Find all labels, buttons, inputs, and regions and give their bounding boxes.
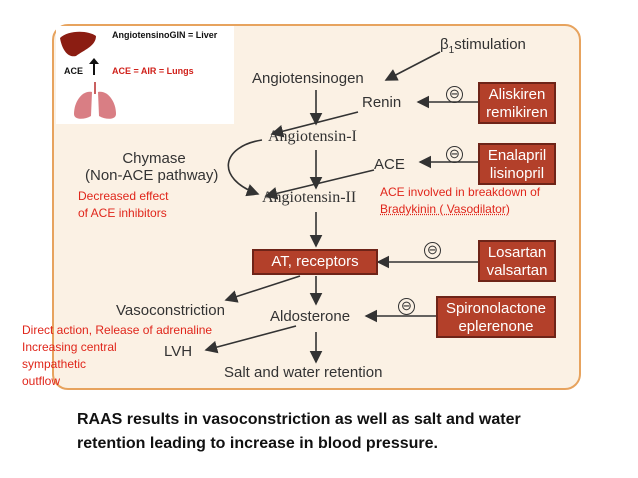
salt-water-label: Salt and water retention (224, 364, 383, 381)
angiotensinogen-label: Angiotensinogen (252, 70, 364, 87)
aldosterone-label: Aldosterone (270, 308, 351, 325)
angiotensin2-label: Angiotensin-II (262, 189, 357, 206)
inset-ace-label: ACE (64, 66, 84, 76)
renin-conversion-arrow (270, 111, 359, 138)
ace-inhibition-icon: ⊖ (446, 146, 463, 163)
vasoconstriction-label: Vasoconstriction (116, 302, 225, 319)
ace-lungs-note: ACE = AIR = Lungs (112, 66, 194, 76)
summary-caption: RAAS results in vasoconstriction as well… (77, 411, 521, 452)
ace-label: ACE (374, 156, 405, 173)
ace-conversion-arrow (264, 169, 375, 200)
beta1-to-renin-arrow (384, 51, 441, 81)
lungs-icon (74, 82, 116, 119)
aldosterone-inhibition-icon: ⊖ (398, 298, 415, 315)
at-receptors-box: AT, receptors (252, 249, 378, 275)
beta1-stimulation-label: β1stimulation (440, 36, 526, 56)
angiotensinogen-liver-note: AngiotensinoGIN = Liver (112, 30, 218, 40)
lvh-label: LVH (164, 343, 193, 360)
chymase-label: Chymase (Non-ACE pathway) (85, 150, 219, 184)
angiotensin1-label: Angiotensin-I (268, 128, 357, 145)
liver-icon (60, 31, 96, 57)
renin-label: Renin (362, 94, 402, 111)
renin-inhibition-icon: ⊖ (446, 86, 463, 103)
organ-inset: AngiotensinoGIN = Liver ACE ACE = AIR = … (56, 26, 234, 124)
up-arrow-icon (89, 58, 99, 75)
vasoconstriction-note: Direct action, Release of adrenaline Inc… (22, 323, 213, 388)
at-to-vasoconstriction-arrow (224, 275, 301, 303)
to-lvh-arrow (204, 325, 297, 354)
chymase-curve-arrow (227, 139, 263, 197)
arb-inhibition-icon: ⊖ (424, 242, 441, 259)
